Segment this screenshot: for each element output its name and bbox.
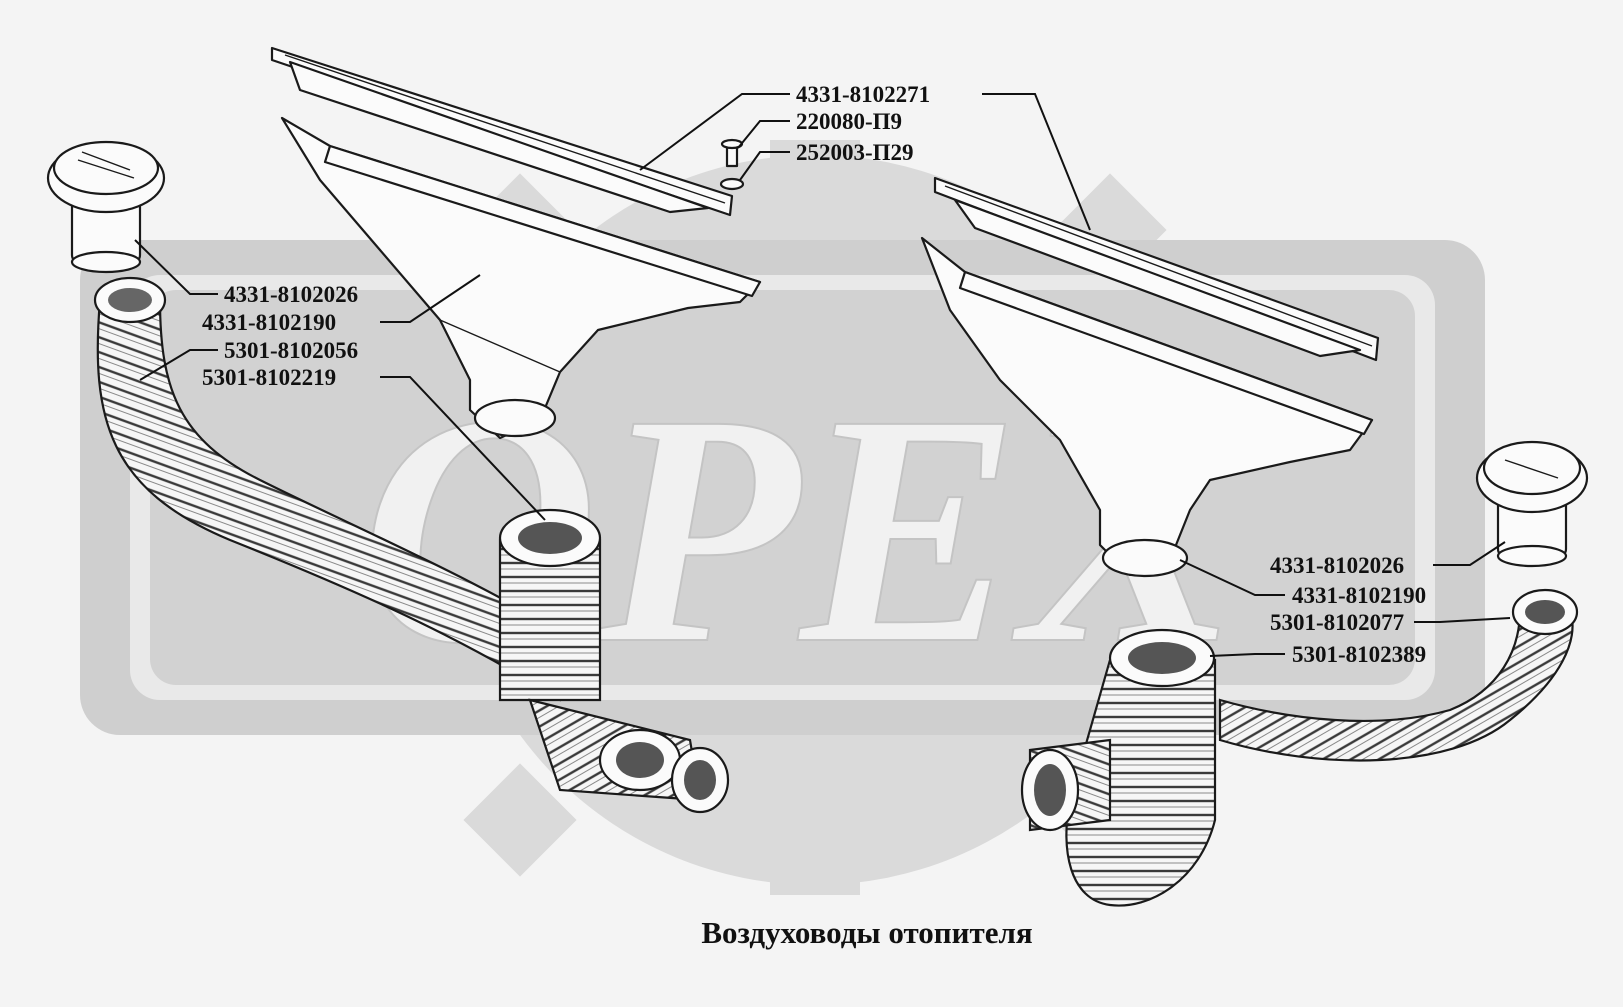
deflector-bar-left — [270, 46, 734, 217]
callout-label: 4331-8102190 — [1292, 583, 1426, 608]
tee-junction-left — [498, 508, 730, 814]
callout-label: 4331-8102271 — [796, 82, 930, 107]
callout-label: 4331-8102190 — [202, 310, 336, 335]
callout-label: 5301-8102389 — [1292, 642, 1426, 667]
callout-label: 5301-8102077 — [1270, 610, 1404, 635]
air-nozzle-funnel-left — [280, 116, 762, 440]
callout-label: 5301-8102219 — [202, 365, 336, 390]
round-diffuser-right — [1475, 440, 1589, 568]
diagram-title: Воздуховоды отопителя — [701, 915, 1032, 950]
screw-icon — [720, 138, 744, 168]
callout-label: 4331-8102026 — [224, 282, 358, 307]
callout-label: 220080-П9 — [796, 109, 902, 134]
callout-label: 5301-8102056 — [224, 338, 358, 363]
leader-lines — [134, 93, 1511, 657]
tee-junction-right — [1020, 628, 1217, 907]
air-nozzle-funnel-right — [920, 236, 1374, 578]
callout-label: 4331-8102026 — [1270, 553, 1404, 578]
corrugated-hose-right — [1218, 588, 1579, 762]
round-diffuser-left — [46, 140, 166, 274]
washer-icon — [719, 177, 745, 191]
callout-label: 252003-П29 — [796, 140, 914, 165]
deflector-bar-right — [933, 176, 1380, 362]
